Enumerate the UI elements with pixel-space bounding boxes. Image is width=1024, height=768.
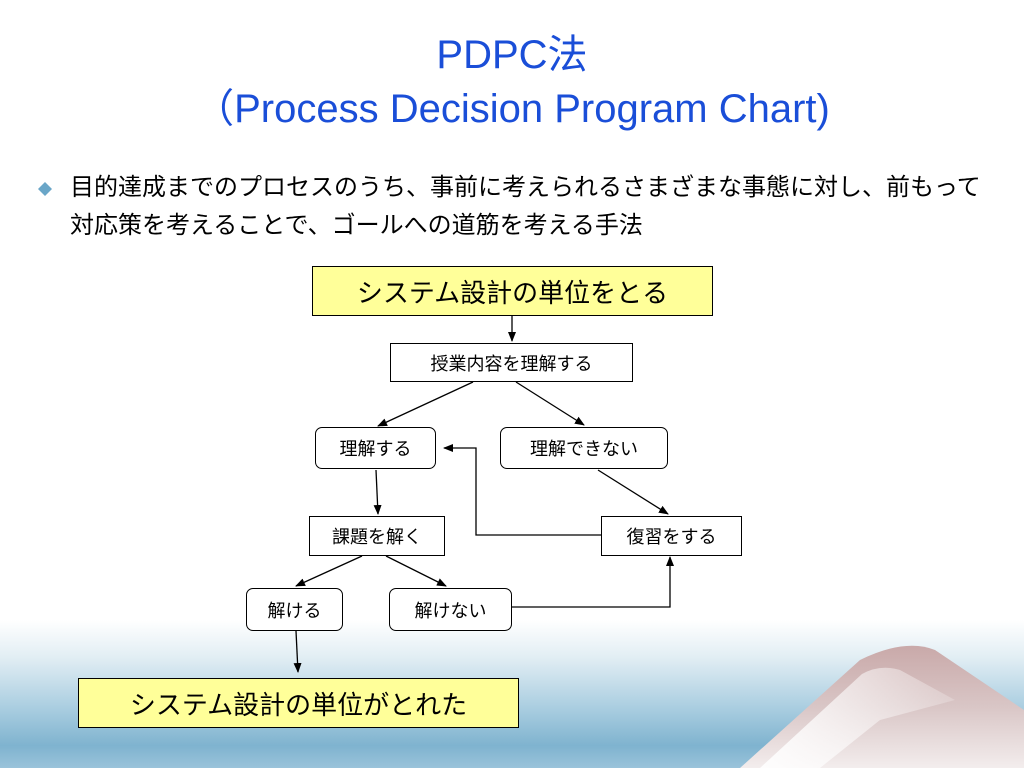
arrow-not-understand-to-review (597, 469, 669, 515)
mountain-illustration (740, 645, 1024, 768)
arrow-understand-to-solve (373, 469, 382, 515)
node-review: 復習をする (601, 516, 742, 556)
node-solved: 解ける (246, 588, 343, 631)
title-line-2: （Process Decision Program Chart) (194, 87, 830, 131)
arrow-solved-to-goal (293, 630, 302, 673)
title-line-1: PDPC法 (436, 33, 588, 77)
arrow-lesson-to-not-understand (515, 381, 585, 426)
arrow-review-to-understand (443, 444, 601, 536)
diamond-bullet-icon (38, 182, 52, 196)
node-solve-task: 課題を解く (309, 516, 445, 556)
node-not-solved: 解けない (389, 588, 512, 631)
arrow-not-solved-to-review (512, 556, 674, 608)
arrow-solve-to-solved (295, 555, 363, 587)
arrow-lesson-to-understand (377, 381, 474, 427)
node-start: システム設計の単位をとる (312, 266, 713, 316)
node-lesson: 授業内容を理解する (390, 343, 633, 382)
slide-title: PDPC法 （Process Decision Program Chart) (0, 28, 1024, 136)
node-understand: 理解する (315, 427, 436, 469)
bullet-text: 目的達成までのプロセスのうち、事前に考えられるさまざまな事態に対し、前もって対応… (70, 173, 981, 239)
node-not-understand: 理解できない (500, 427, 668, 469)
arrow-solve-to-not-solved (385, 555, 447, 587)
node-goal: システム設計の単位がとれた (78, 678, 519, 728)
